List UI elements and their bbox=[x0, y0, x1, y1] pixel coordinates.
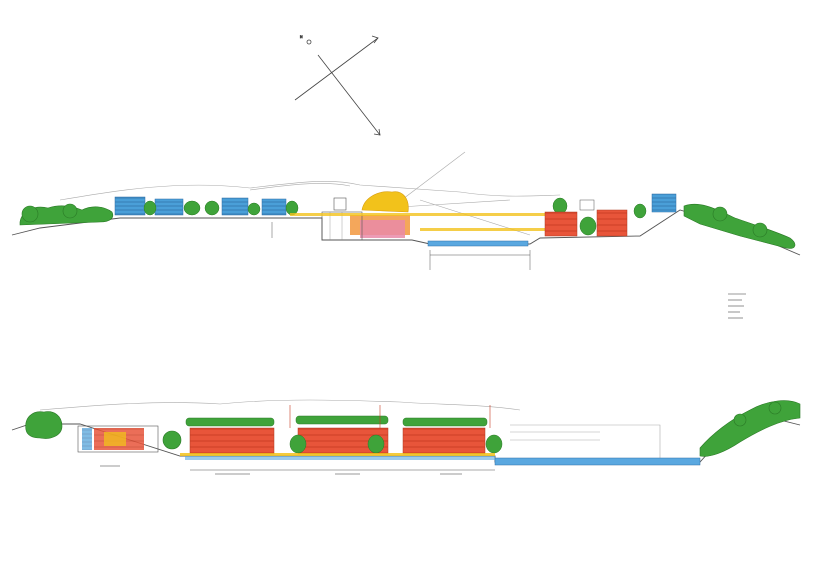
notes-block bbox=[728, 293, 746, 319]
upper-section bbox=[11, 151, 801, 270]
north-arrow-icon: N bbox=[294, 35, 381, 136]
lower-markers bbox=[289, 405, 491, 428]
upper-central-feature bbox=[321, 191, 410, 241]
lower-green-roofs bbox=[185, 415, 503, 454]
svg-text:N: N bbox=[300, 35, 303, 39]
upper-right-trees bbox=[683, 203, 796, 249]
lower-water bbox=[494, 457, 701, 466]
lower-walkway bbox=[180, 453, 495, 456]
upper-water bbox=[427, 240, 529, 247]
upper-dimensions bbox=[271, 222, 531, 270]
upper-left-trees bbox=[19, 203, 114, 226]
lower-red-buildings bbox=[189, 427, 486, 455]
lower-section bbox=[11, 399, 801, 475]
lower-left-trees bbox=[25, 411, 182, 450]
lower-left-building bbox=[77, 425, 159, 453]
upper-ground-line bbox=[11, 209, 801, 256]
lower-background-skyline bbox=[39, 399, 661, 460]
upper-right-buildings bbox=[544, 199, 628, 237]
lower-right-trees bbox=[699, 400, 801, 457]
upper-walkway bbox=[290, 213, 550, 216]
upper-background-skyline bbox=[59, 151, 561, 236]
